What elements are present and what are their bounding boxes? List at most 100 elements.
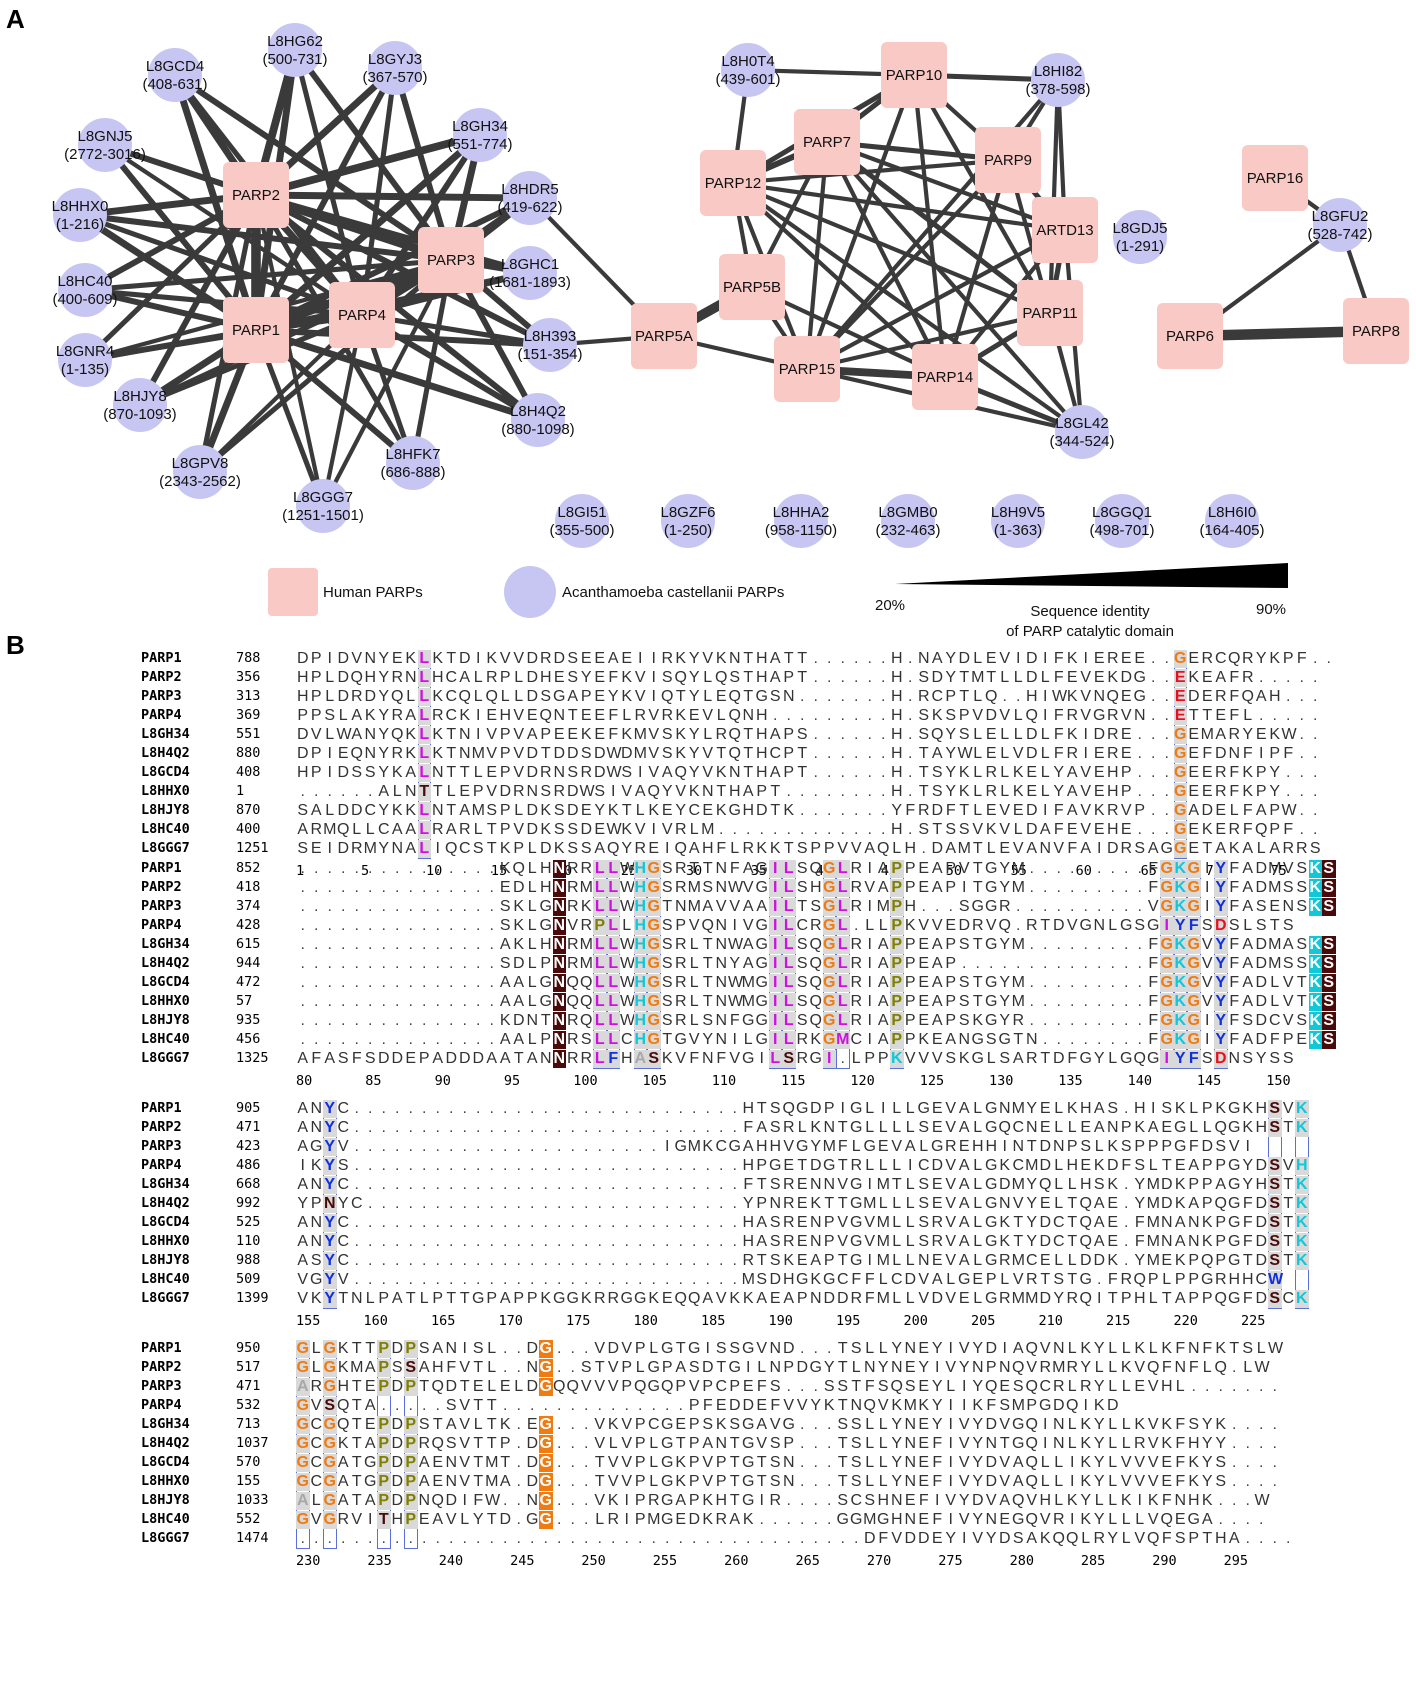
residue: R [661,707,674,724]
residue: G [985,1100,998,1117]
residue: E [1255,726,1267,743]
residue: . [408,1012,413,1029]
residue: L [1054,1454,1064,1471]
residue: L [1013,707,1023,724]
residue: N [823,1176,836,1193]
residue: D [958,650,971,667]
sequence-name: L8GCD4 [141,974,190,990]
residue: . [395,974,400,991]
residue: . [489,993,494,1010]
residue: . [1259,1435,1264,1452]
residue: V [958,1435,970,1452]
residue: V [1012,840,1024,857]
residue: . [638,1176,643,1193]
residue: R [634,707,647,724]
residue: D [526,802,539,819]
residue: V [972,707,984,724]
residue: S [661,955,673,972]
residue: W [620,898,636,915]
residue: I [1151,1100,1156,1117]
residue: L [527,917,537,934]
residue: F [1175,1416,1186,1433]
residue: F [1067,1050,1078,1067]
residue: E [675,1511,687,1528]
residue: L [417,840,431,858]
ruler-label: 295 [1223,1553,1249,1569]
residue: S [1268,1290,1282,1308]
node-l8gnj5: L8GNJ5(2772-3016) [64,118,146,172]
residue: E [580,802,592,819]
residue: Q [566,1378,579,1395]
residue: . [489,1176,494,1193]
residue: . [570,1157,575,1174]
residue: G [674,1138,687,1155]
residue: V [648,707,660,724]
residue: A [769,726,781,743]
residue: . [1272,669,1277,686]
node-l8gi51: L8GI51(355-500) [549,494,615,548]
residue: G [661,1511,674,1528]
residue: N [1174,1492,1187,1509]
residue: . [705,1119,710,1136]
residue: T [351,1473,362,1490]
residue: R [917,688,930,705]
residue: V [945,1119,957,1136]
residue: Y [323,1214,337,1232]
residue: . [1164,745,1169,762]
residue: . [1299,726,1304,743]
residue: T [1026,1138,1037,1155]
amoeba-parp-circle [1313,198,1367,252]
residue: E [1120,650,1132,667]
residue: L [593,955,607,973]
residue: . [489,1119,494,1136]
residue: . [827,1340,832,1357]
amoeba-parp-circle [511,393,565,447]
residue: I [462,1492,467,1509]
residue: E [1215,802,1227,819]
ruler-label: 170 [498,1313,523,1329]
residue: . [314,1012,319,1029]
residue: G [688,1340,701,1357]
residue: V [513,745,525,762]
sequence-name: L8HJY8 [141,802,190,818]
residue: T [702,993,713,1010]
residue: F [1161,1530,1172,1547]
residue: . [462,1119,467,1136]
residue: N [404,783,417,800]
residue: Y [1214,1031,1228,1049]
residue: K [1308,974,1322,992]
residue: Q [863,1397,876,1414]
residue: R [742,1252,755,1269]
residue: Y [985,1530,997,1547]
residue: L [973,1290,983,1307]
residue: T [743,650,754,667]
residue: L [836,898,850,916]
legend-human-swatch [268,568,318,616]
residue: L [527,840,537,857]
residue: A [958,1233,970,1250]
residue: Q [580,974,593,991]
residue: . [1299,707,1304,724]
residue: P [1201,1100,1213,1117]
residue: G [647,898,661,916]
residue: G [985,879,998,896]
residue: R [850,860,863,877]
residue: . [368,1119,373,1136]
residue: K [499,1416,511,1433]
residue: P [377,1416,391,1434]
residue: P [675,1378,687,1395]
residue: . [1164,764,1169,781]
residue: K [1107,1176,1119,1193]
residue: F [1148,1012,1159,1029]
ruler-label: 165 [431,1313,456,1329]
residue: I [651,821,656,838]
residue: D [391,1378,404,1395]
residue: S [297,802,309,819]
residue: P [1188,1252,1200,1269]
residue: R [539,650,552,667]
node-parp2: PARP2 [223,162,289,228]
residue: N [445,1454,458,1471]
residue: . [516,1157,521,1174]
residue: I [462,1340,467,1357]
residue: . [813,688,818,705]
